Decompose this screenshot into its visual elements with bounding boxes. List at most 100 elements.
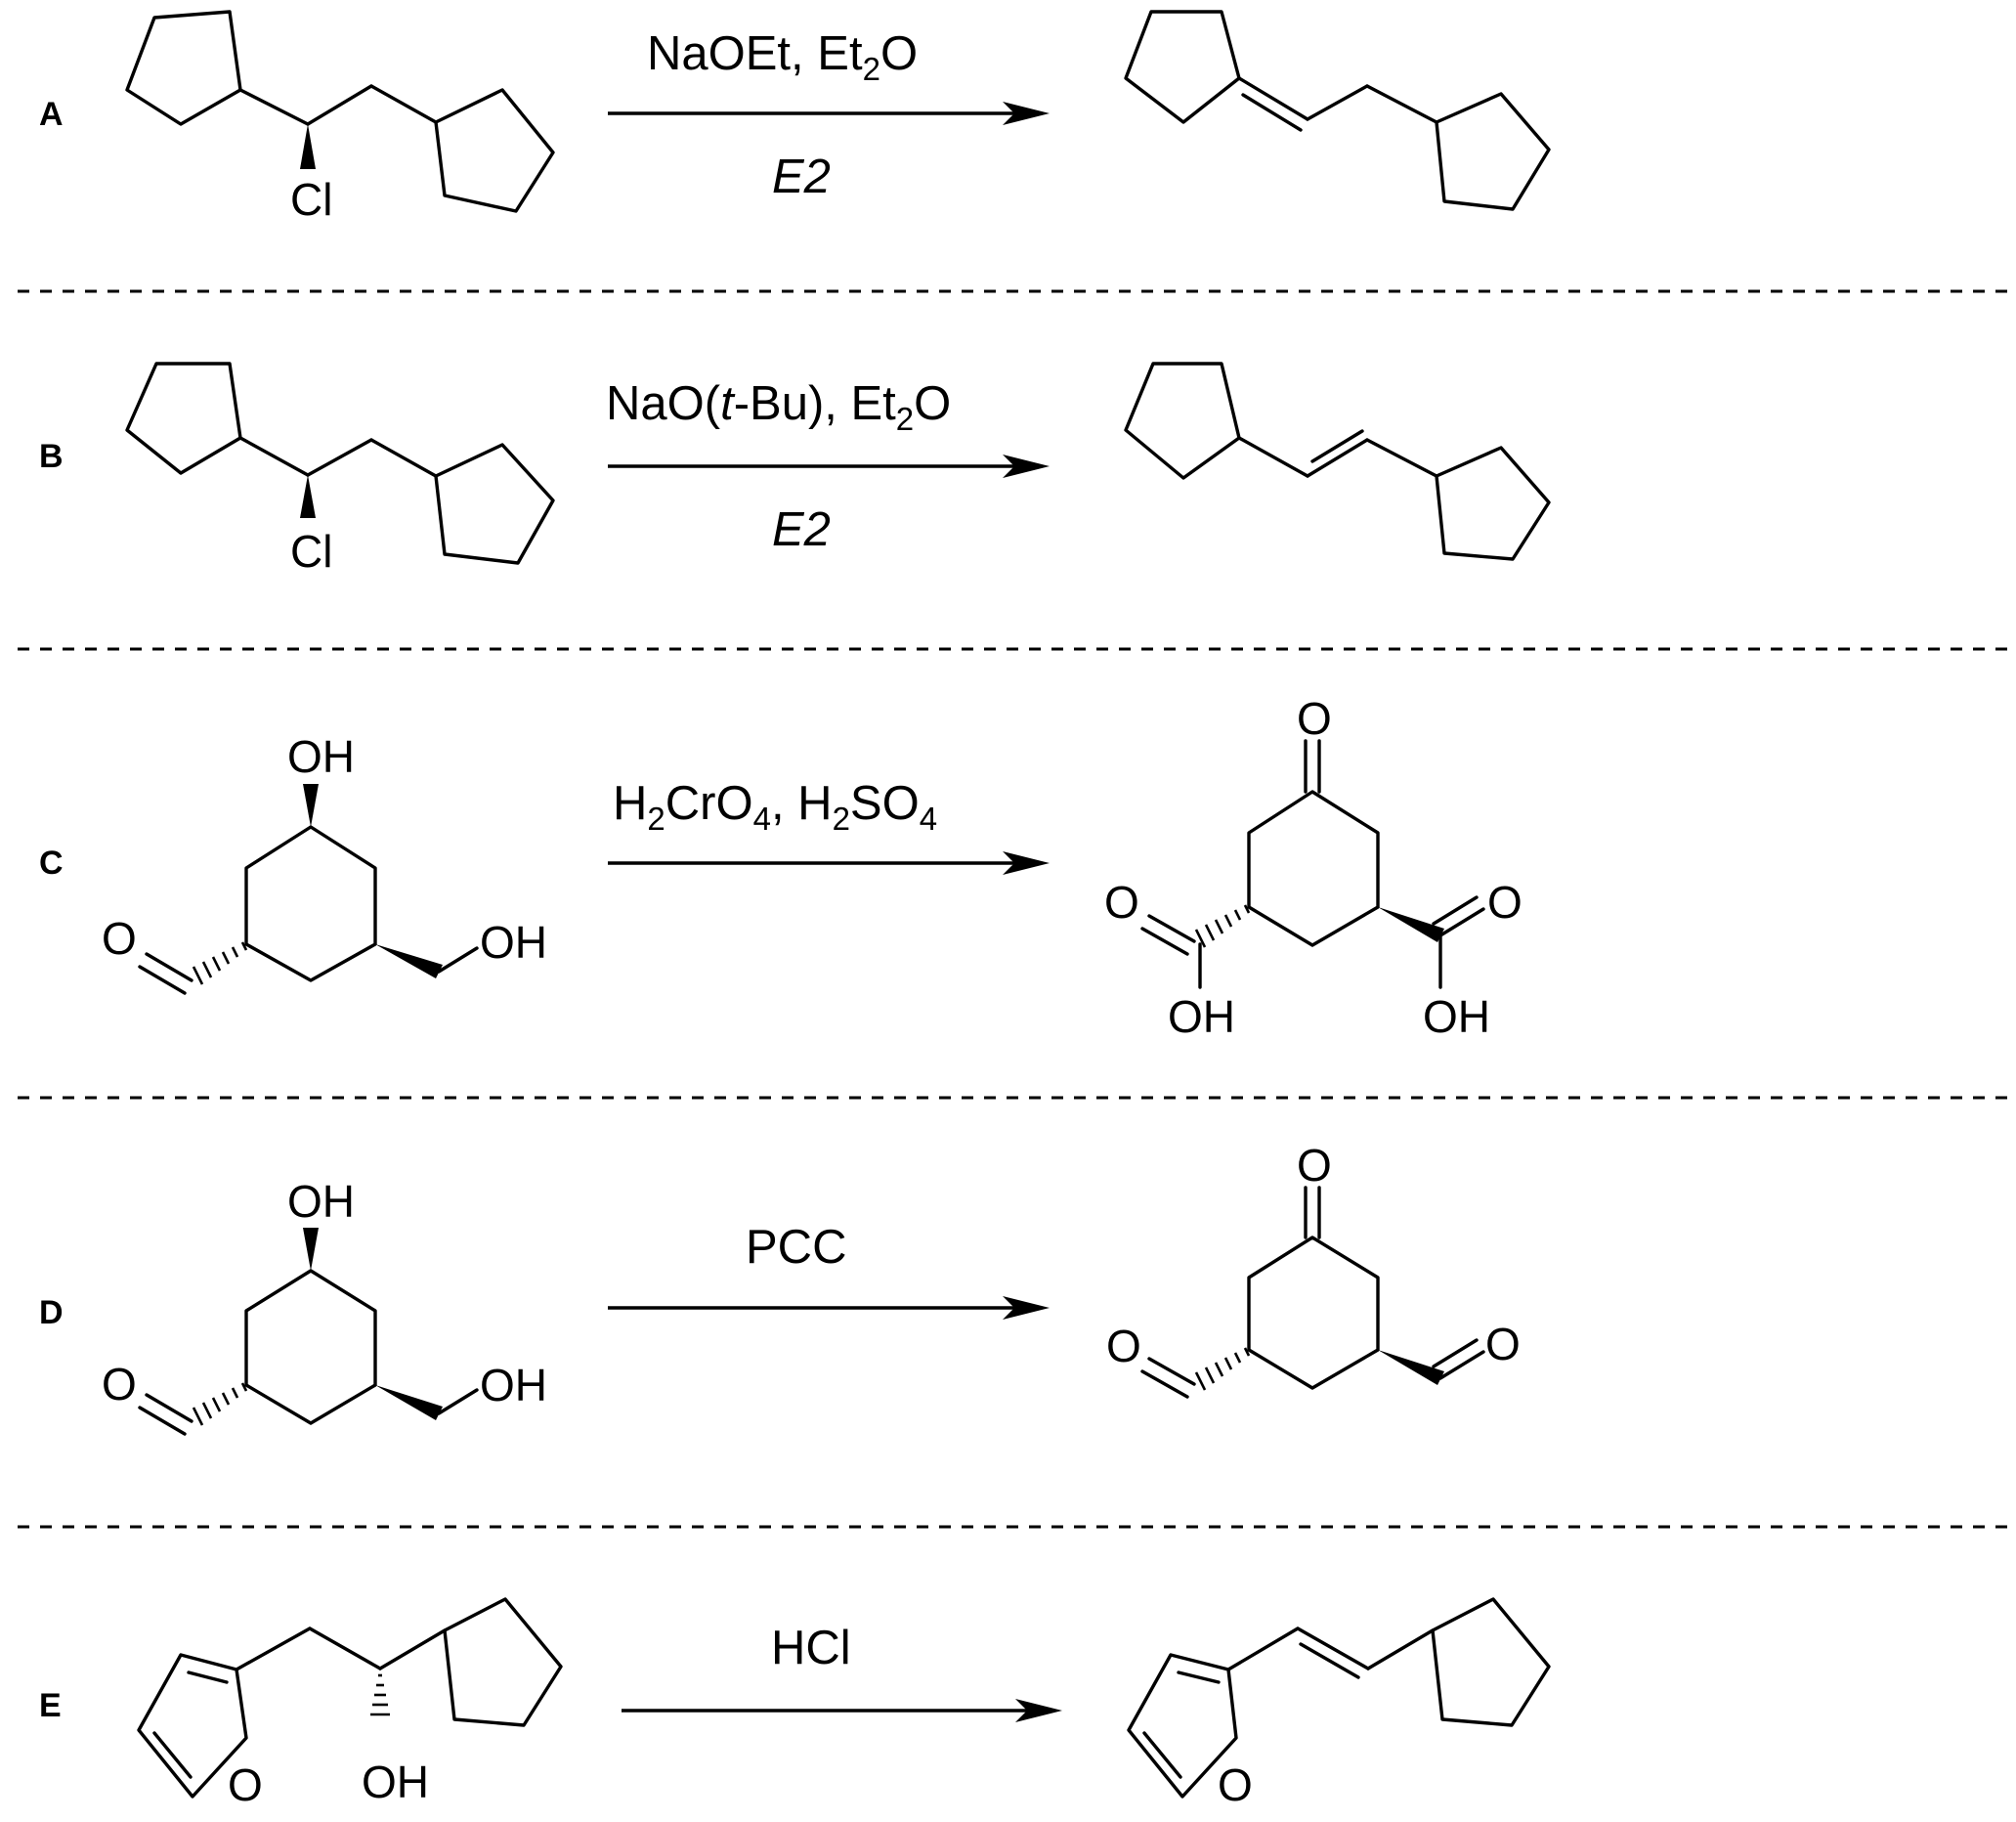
hash-bond <box>1233 909 1242 921</box>
bond <box>1366 1628 1435 1670</box>
reactant-e: O OH <box>137 1597 563 1810</box>
product-b <box>1124 362 1551 561</box>
arrow-head <box>1003 102 1050 125</box>
arrow-head <box>1003 1296 1050 1320</box>
reagent-text: HCl <box>771 1622 851 1674</box>
bond <box>308 1627 382 1670</box>
double-bond-inner <box>1140 1369 1189 1399</box>
cyclopentane-ring <box>434 88 555 213</box>
hash-bond <box>240 1382 248 1392</box>
double-bond <box>1438 907 1485 937</box>
hash-bond <box>192 1407 204 1426</box>
atom-label: O <box>102 913 137 964</box>
atom-label: OH <box>287 1176 355 1227</box>
bond <box>1306 84 1369 121</box>
reaction-arrow-b <box>608 455 1050 478</box>
hash-bond <box>1194 929 1207 948</box>
double-bond <box>1438 1350 1485 1380</box>
double-bond-inner <box>1310 429 1364 463</box>
cyclopentane-ring <box>1124 10 1241 124</box>
reaction-arrow-e <box>622 1699 1062 1722</box>
bond <box>306 438 373 477</box>
atom-label: OH <box>362 1757 429 1807</box>
reactant-d: OH O OH <box>102 1176 547 1436</box>
bond <box>1365 84 1438 124</box>
reactant-a: Cl <box>125 10 555 225</box>
wedge-bond <box>375 944 443 978</box>
mechanism-text: E2 <box>772 151 831 203</box>
double-bond <box>1296 1627 1370 1670</box>
reaction-b: B Cl NaO(t-Bu), Et2O E2 <box>39 362 1551 577</box>
cyclopentane-ring <box>434 443 555 565</box>
atom-label: OH <box>1423 991 1490 1042</box>
atom-label: Cl <box>290 174 332 225</box>
wedge-bond <box>1378 907 1444 942</box>
wedge-bond <box>375 1385 443 1420</box>
furan-ring <box>1127 1653 1238 1799</box>
reaction-arrow-c <box>608 851 1050 875</box>
cyclopentane-ring <box>1124 362 1241 480</box>
atom-label: O <box>1104 877 1139 928</box>
atom-label: O <box>1218 1759 1253 1810</box>
reagent-text: H2CrO4, H2SO4 <box>613 777 937 837</box>
hash-bond <box>1233 1352 1242 1364</box>
reagent-text: PCC <box>746 1221 846 1274</box>
atom-label: O <box>1297 1140 1332 1191</box>
furan-double-bond <box>1142 1731 1182 1779</box>
cyclopentane-ring <box>1435 446 1551 561</box>
double-bond-inner <box>138 965 187 995</box>
atom-label: O <box>1297 693 1332 744</box>
double-bond <box>1147 914 1196 943</box>
hash-bond <box>231 946 239 958</box>
furan-ring <box>137 1653 248 1799</box>
atom-label-background <box>227 1763 260 1804</box>
furan-double-bond <box>1177 1670 1221 1684</box>
hash-bond <box>1204 1366 1216 1384</box>
atom-label: OH <box>1168 991 1235 1042</box>
reactant-b: Cl <box>125 362 555 577</box>
reaction-d: D OH O OH PCC O <box>39 1140 1521 1436</box>
hash-bond <box>211 1397 222 1412</box>
atom-label: OH <box>480 917 547 968</box>
double-bond-inner <box>1140 927 1189 956</box>
wedge-bond <box>1378 1350 1444 1385</box>
hash-bond <box>1204 924 1216 941</box>
reagent-text: NaOEt, Et2O <box>647 27 918 87</box>
cyclohexane-ring <box>1247 790 1380 947</box>
reaction-arrow-d <box>608 1296 1050 1320</box>
double-bond <box>145 952 193 982</box>
product-e: O <box>1127 1597 1551 1810</box>
bond <box>1226 1627 1300 1671</box>
hash-bond <box>1223 914 1233 928</box>
atom-label: Cl <box>290 526 332 577</box>
reaction-label: E <box>39 1687 62 1724</box>
atom-label: OH <box>287 731 355 782</box>
product-d: O O O <box>1106 1140 1521 1399</box>
bond <box>378 1628 447 1670</box>
hash-bond <box>1214 1362 1224 1377</box>
hash-bond <box>1243 1347 1251 1357</box>
bond <box>437 1388 479 1415</box>
wedge-bond <box>300 475 316 518</box>
bond <box>238 436 310 477</box>
hash-bond <box>201 961 213 978</box>
atom-label: O <box>102 1359 137 1410</box>
hash-bond <box>221 1392 231 1406</box>
arrow-head <box>1003 851 1050 875</box>
furan-double-bond <box>187 1670 229 1684</box>
hash-bond <box>192 966 204 985</box>
hash-bond <box>221 951 231 965</box>
wedge-bond <box>303 784 319 827</box>
product-c: O O OH O OH <box>1104 693 1523 1042</box>
cyclohexane-ring <box>1247 1236 1380 1390</box>
cyclopentane-ring <box>1435 92 1551 211</box>
reaction-label: C <box>39 845 64 882</box>
arrow-head <box>1015 1699 1062 1722</box>
wedge-bond <box>303 1228 319 1271</box>
double-bond-inner <box>138 1406 187 1436</box>
reagent-text: NaO(t-Bu), Et2O <box>606 377 951 437</box>
hash-bond <box>1194 1371 1207 1391</box>
atom-label: O <box>1106 1321 1141 1371</box>
double-bond-inner <box>1241 93 1303 132</box>
double-bond <box>1237 76 1309 121</box>
